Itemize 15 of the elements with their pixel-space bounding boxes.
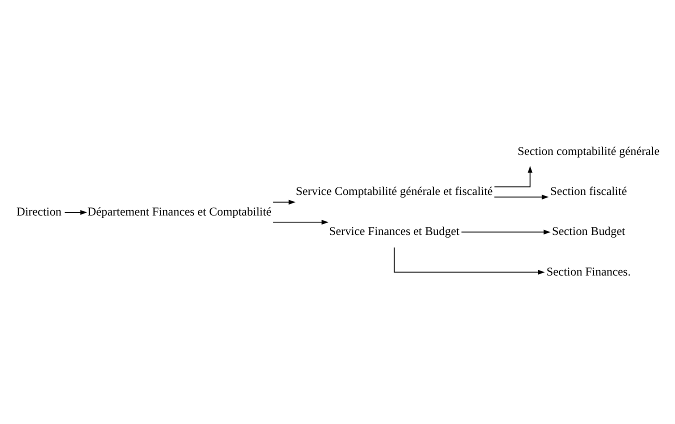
node-text: Section Finances. (546, 264, 631, 278)
arrow (64, 210, 88, 215)
node-text: Département Finances et Comptabilité (88, 204, 272, 219)
node-text: Section comptabilité générale (518, 144, 660, 158)
arrow (272, 220, 328, 225)
node-text: Section fiscalité (550, 184, 627, 198)
arrow (272, 200, 296, 205)
arrow (494, 194, 549, 200)
arrow (494, 166, 532, 188)
node-text: Service Comptabilité générale et fiscalité (296, 184, 493, 198)
node-text: Direction (16, 204, 62, 219)
arrow (394, 247, 545, 275)
node-text: Section Budget (552, 224, 626, 238)
arrow (461, 230, 551, 234)
node-text: Service Finances et Budget (329, 224, 460, 238)
